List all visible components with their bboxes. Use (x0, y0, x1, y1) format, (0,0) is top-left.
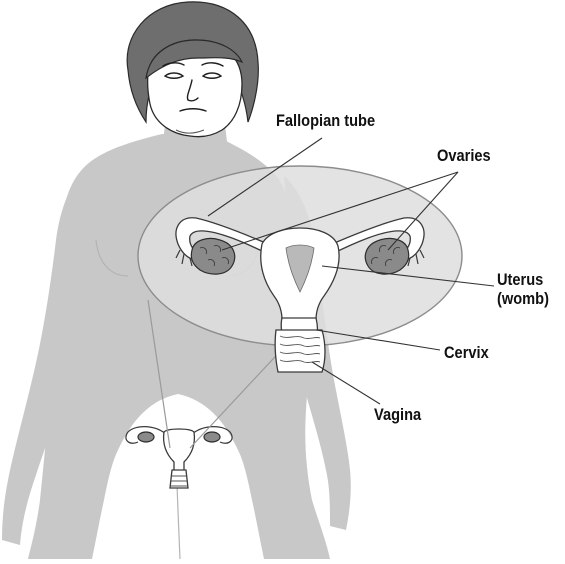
small-vagina (170, 470, 188, 488)
small-reproductive-organs (126, 427, 232, 488)
fallopian-tube-label: Fallopian tube (276, 111, 375, 130)
uterus-label: Uterus (497, 270, 543, 289)
small-left-ovary (138, 432, 154, 442)
cervix-label: Cervix (444, 343, 489, 362)
womb-label: (womb) (497, 289, 549, 308)
head (127, 2, 258, 137)
ovaries-label: Ovaries (437, 146, 491, 165)
right-ovary (365, 238, 408, 274)
small-right-ovary (204, 432, 220, 442)
vagina-label: Vagina (374, 405, 421, 424)
left-ovary (191, 238, 234, 274)
